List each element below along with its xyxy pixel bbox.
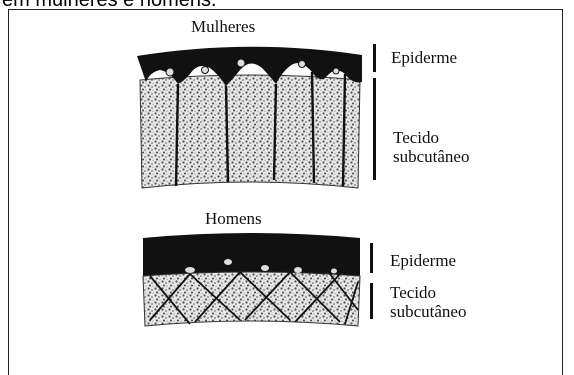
women-skin-section bbox=[137, 44, 376, 188]
women-subcutaneous-tissue bbox=[140, 75, 360, 188]
women-subcutaneous-label-line1: Tecido bbox=[393, 128, 439, 147]
men-subcutaneous-tissue bbox=[143, 272, 360, 326]
men-title: Homens bbox=[205, 209, 262, 228]
women-subcutaneous-bracket bbox=[373, 78, 376, 180]
women-epidermis-label: Epiderme bbox=[391, 48, 457, 67]
men-epidermis-bracket bbox=[370, 243, 373, 273]
men-epidermis-label: Epiderme bbox=[390, 251, 456, 270]
men-subcutaneous-bracket bbox=[370, 283, 373, 319]
women-epidermis-bracket bbox=[373, 44, 376, 72]
men-subcutaneous-label-line1: Tecido bbox=[390, 283, 436, 302]
women-subcutaneous-label-line2: subcutâneo bbox=[393, 147, 469, 166]
men-skin-section bbox=[143, 233, 373, 326]
women-title: Mulheres bbox=[191, 17, 255, 36]
men-epidermis bbox=[143, 233, 360, 276]
men-subcutaneous-label-line2: subcutâneo bbox=[390, 302, 466, 321]
